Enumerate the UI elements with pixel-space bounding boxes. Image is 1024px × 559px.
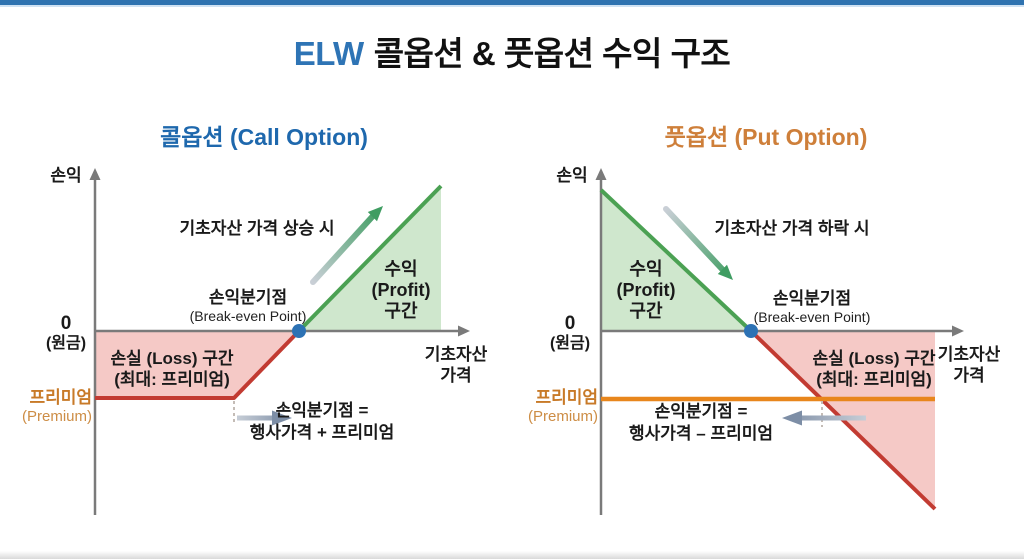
put-y-axis xyxy=(595,168,607,515)
call-uptrend-arrow-icon xyxy=(310,206,383,285)
put-origin-zero: 0 xyxy=(564,313,576,334)
put-chart-title: 풋옵션 (Put Option) xyxy=(664,124,868,150)
call-origin-zero: 0 xyxy=(60,313,72,334)
put-loss-zone-label: 손실 (Loss) 구간 (최대: 프리미엄) xyxy=(812,348,935,390)
call-profit-zone-line2: (Profit) xyxy=(371,280,431,300)
top-accent-bar-underline xyxy=(0,5,1024,7)
call-x-axis xyxy=(95,325,470,337)
put-origin-label: 0 (원금) xyxy=(550,313,590,354)
call-x-axis-label-line1: 기초자산 xyxy=(424,345,488,364)
put-breakeven-label: 손익분기점 (Break-even Point) xyxy=(754,288,871,325)
call-breakeven-label-ko: 손익분기점 xyxy=(208,288,288,307)
put-breakeven-label-ko: 손익분기점 xyxy=(772,289,852,308)
put-breakeven-label-en: (Break-even Point) xyxy=(753,309,871,325)
call-breakeven-formula-line1: 손익분기점 = xyxy=(275,401,369,420)
page-title-rest: 콜옵션 & 풋옵션 수익 구조 xyxy=(373,35,731,72)
call-breakeven-label-en: (Break-even Point) xyxy=(189,308,307,324)
call-profit-zone-label: 수익 (Profit) 구간 xyxy=(372,259,431,322)
put-origin-principal: (원금) xyxy=(549,335,591,352)
put-profit-zone-label: 수익 (Profit) 구간 xyxy=(617,259,676,322)
call-origin-label: 0 (원금) xyxy=(46,313,86,354)
put-x-axis-label-line2: 가격 xyxy=(953,366,985,385)
put-breakeven-formula-line1: 손익분기점 = xyxy=(654,402,748,421)
call-breakeven-formula-line2: 행사가격 + 프리미엄 xyxy=(249,423,395,442)
call-premium-label: 프리미엄 (Premium) xyxy=(0,388,92,426)
call-loss-zone-line1: 손실 (Loss) 구간 xyxy=(110,349,234,368)
put-formula-arrow-icon xyxy=(782,410,866,426)
put-profit-zone-line2: (Profit) xyxy=(616,280,676,300)
bottom-edge-shadow xyxy=(0,551,1024,559)
call-loss-zone-label: 손실 (Loss) 구간 (최대: 프리미엄) xyxy=(110,348,233,390)
put-breakeven-formula: 손익분기점 = 행사가격 – 프리미엄 xyxy=(629,401,773,445)
put-x-axis-label: 기초자산 가격 xyxy=(938,344,1001,386)
put-profit-zone-line3: 구간 xyxy=(629,301,663,321)
page-title-accent: ELW xyxy=(293,35,365,72)
put-profit-zone-line1: 수익 xyxy=(629,259,663,279)
put-loss-zone-line2: (최대: 프리미엄) xyxy=(816,370,932,389)
call-profit-payoff-line xyxy=(297,184,443,333)
put-premium-label-en: (Premium) xyxy=(528,408,598,425)
call-loss-zone-line2: (최대: 프리미엄) xyxy=(114,370,230,389)
call-scenario-label: 기초자산 가격 상승 시 xyxy=(179,219,335,238)
put-y-axis-label: 손익 xyxy=(556,166,588,185)
call-origin-principal: (원금) xyxy=(45,335,87,352)
call-loss-payoff-line xyxy=(95,329,301,400)
call-breakeven-label: 손익분기점 (Break-even Point) xyxy=(190,287,307,324)
call-profit-zone-line3: 구간 xyxy=(384,301,418,321)
top-accent-bar xyxy=(0,0,1024,5)
put-downtrend-arrow-icon xyxy=(663,206,733,280)
put-loss-zone-line1: 손실 (Loss) 구간 xyxy=(812,349,936,368)
put-breakeven-dot xyxy=(744,324,758,338)
put-x-axis xyxy=(601,325,964,337)
put-premium-label: 프리미엄 (Premium) xyxy=(506,388,598,426)
put-breakeven-formula-line2: 행사가격 – 프리미엄 xyxy=(628,424,774,443)
call-profit-zone-line1: 수익 xyxy=(384,259,418,279)
call-formula-arrow-icon xyxy=(237,410,292,426)
call-y-axis xyxy=(89,168,101,515)
call-x-axis-label-line2: 가격 xyxy=(440,366,472,385)
call-premium-label-ko: 프리미엄 xyxy=(29,388,92,407)
put-scenario-label: 기초자산 가격 하락 시 xyxy=(714,219,870,238)
put-premium-label-ko: 프리미엄 xyxy=(535,388,598,407)
call-chart-title: 콜옵션 (Call Option) xyxy=(160,124,368,150)
call-y-axis-label: 손익 xyxy=(50,166,82,185)
put-profit-payoff-line xyxy=(599,188,753,333)
call-premium-label-en: (Premium) xyxy=(22,408,92,425)
call-breakeven-dot xyxy=(292,324,306,338)
call-breakeven-formula: 손익분기점 = 행사가격 + 프리미엄 xyxy=(250,400,395,444)
call-x-axis-label: 기초자산 가격 xyxy=(425,344,488,386)
put-x-axis-label-line1: 기초자산 xyxy=(937,345,1001,364)
